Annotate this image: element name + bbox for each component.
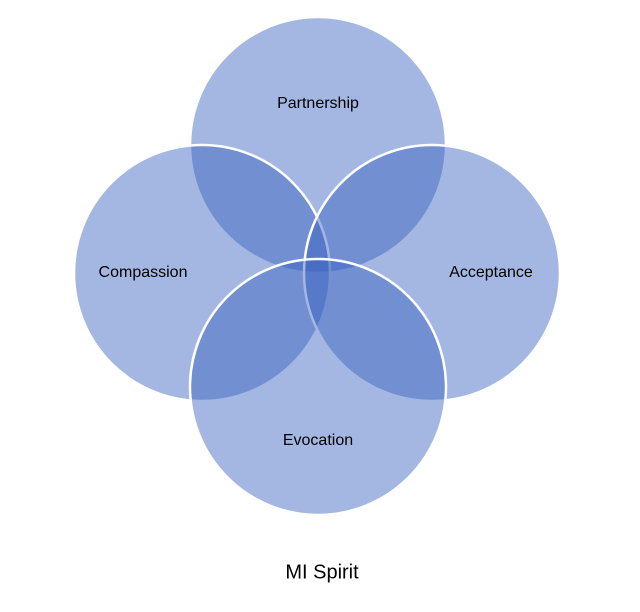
circle-evocation xyxy=(188,257,448,517)
label-evocation: Evocation xyxy=(283,432,353,449)
label-acceptance: Acceptance xyxy=(449,264,533,281)
diagram-title: MI Spirit xyxy=(285,561,359,583)
label-partnership: Partnership xyxy=(277,95,359,112)
circle-compassion xyxy=(72,143,332,403)
label-compassion: Compassion xyxy=(99,264,188,281)
circle-acceptance xyxy=(302,143,562,403)
